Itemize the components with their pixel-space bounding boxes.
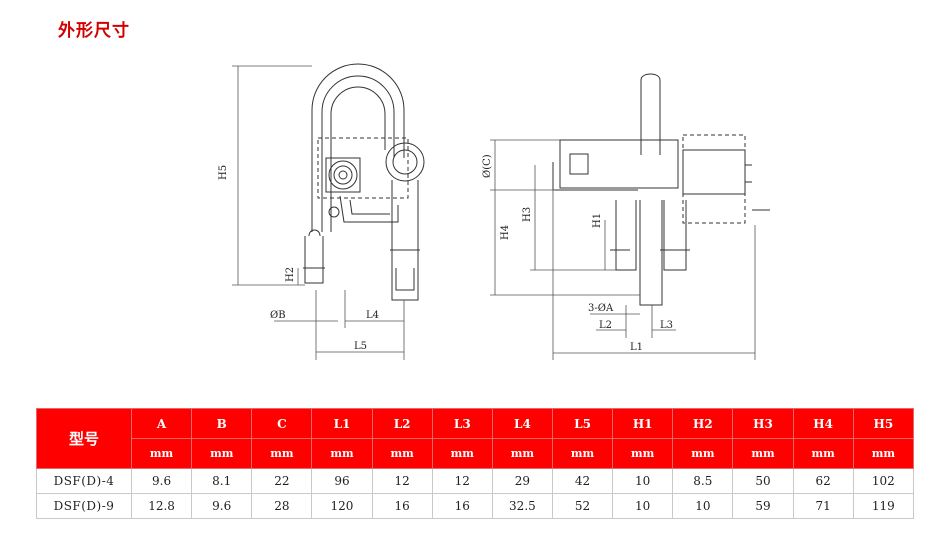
column-header: L1 [311, 408, 373, 439]
left-view-dimensions [232, 65, 405, 360]
value-cell: 29 [491, 468, 553, 494]
value-cell: 9.6 [191, 493, 253, 519]
model-cell: DSF(D)-4 [36, 468, 132, 494]
column-header: L3 [431, 408, 493, 439]
unit-cell: mm [672, 438, 734, 469]
label-h2: H2 [285, 267, 296, 282]
column-header: H1 [612, 408, 674, 439]
label-h5: H5 [218, 165, 229, 180]
unit-cell: mm [371, 438, 433, 469]
column-header: L4 [491, 408, 553, 439]
value-cell: 119 [852, 493, 915, 519]
column-header: L2 [371, 408, 433, 439]
value-cell: 12 [431, 468, 493, 494]
unit-cell: mm [311, 438, 373, 469]
unit-cell: mm [130, 438, 193, 469]
dimension-drawing: H5 H2 ØB L4 L5 Ø(C) H4 H3 H1 3-ØA L2 L3 … [218, 63, 770, 360]
label-c: Ø(C) [482, 154, 493, 178]
unit-cell: mm [191, 438, 253, 469]
value-cell: 10 [612, 468, 674, 494]
label-l5: L5 [354, 341, 367, 352]
label-h4: H4 [500, 225, 511, 240]
label-b: ØB [270, 310, 286, 321]
value-cell: 59 [732, 493, 794, 519]
unit-cell: mm [251, 438, 313, 469]
left-view [303, 63, 425, 301]
value-cell: 52 [551, 493, 614, 519]
column-header: H3 [732, 408, 794, 439]
right-view-dimensions [490, 139, 756, 360]
label-l2: L2 [599, 320, 612, 331]
column-header: L5 [551, 408, 614, 439]
value-cell: 102 [852, 468, 915, 494]
label-h1: H1 [592, 213, 603, 228]
value-cell: 12.8 [130, 493, 193, 519]
label-l4: L4 [366, 310, 379, 321]
unit-cell: mm [431, 438, 493, 469]
value-cell: 120 [311, 493, 373, 519]
value-cell: 42 [551, 468, 614, 494]
value-cell: 12 [371, 468, 433, 494]
right-view [552, 73, 770, 306]
column-header: A [130, 408, 193, 439]
value-cell: 32.5 [491, 493, 553, 519]
unit-cell: mm [612, 438, 674, 469]
value-cell: 22 [251, 468, 313, 494]
value-cell: 8.1 [191, 468, 253, 494]
unit-cell: mm [852, 438, 915, 469]
value-cell: 71 [792, 493, 854, 519]
value-cell: 96 [311, 468, 373, 494]
value-cell: 8.5 [672, 468, 734, 494]
label-l3: L3 [660, 320, 673, 331]
label-l1: L1 [630, 342, 643, 353]
value-cell: 50 [732, 468, 794, 494]
unit-cell: mm [792, 438, 854, 469]
label-a: 3-ØA [588, 303, 614, 314]
value-cell: 10 [672, 493, 734, 519]
column-header: H5 [852, 408, 915, 439]
column-header: B [191, 408, 253, 439]
column-header: H4 [792, 408, 854, 439]
unit-cell: mm [732, 438, 794, 469]
model-cell: DSF(D)-9 [36, 493, 132, 519]
value-cell: 10 [612, 493, 674, 519]
model-header: 型号 [36, 408, 132, 469]
column-header: C [251, 408, 313, 439]
column-header: H2 [672, 408, 734, 439]
value-cell: 28 [251, 493, 313, 519]
unit-cell: mm [551, 438, 614, 469]
value-cell: 16 [431, 493, 493, 519]
unit-cell: mm [491, 438, 553, 469]
section-title: 外形尺寸 [58, 21, 130, 41]
value-cell: 9.6 [130, 468, 193, 494]
value-cell: 16 [371, 493, 433, 519]
value-cell: 62 [792, 468, 854, 494]
label-h3: H3 [522, 207, 533, 222]
